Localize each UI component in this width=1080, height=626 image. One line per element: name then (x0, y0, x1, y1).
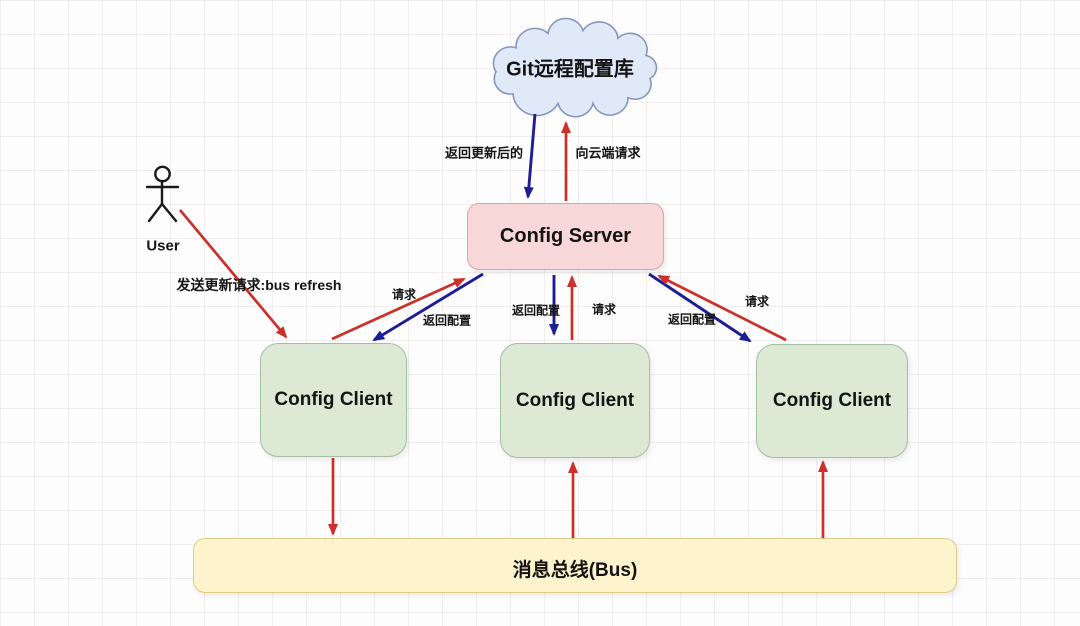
label-request-client3: 请求 (744, 294, 770, 309)
config-client-label-1: Config Client (274, 389, 393, 410)
user-label: User (146, 237, 180, 255)
arrow-client1-return (372, 272, 484, 342)
label-request-client2: 请求 (591, 302, 617, 317)
label-request-client1: 请求 (391, 287, 417, 302)
arrow-cloud-to-server (523, 113, 537, 199)
config-client-label-2: Config Client (515, 389, 635, 411)
config-client-node-3: Config Client (756, 344, 908, 458)
user-icon (145, 165, 180, 223)
label-request-to-cloud: 向云端请求 (575, 145, 641, 161)
config-client-label-3: Config Client (772, 390, 892, 411)
message-bus-label: 消息总线(Bus) (512, 560, 638, 581)
config-client-node-2: Config Client (500, 343, 650, 458)
label-return-client2: 返回配置 (511, 303, 561, 318)
message-bus-node: 消息总线(Bus) (193, 538, 957, 593)
label-send-update-request: 发送更新请求:bus refresh (176, 277, 342, 293)
config-server-label: Config Server (499, 225, 632, 247)
git-repo-label: Git远程配置库 (506, 58, 634, 81)
label-return-client3: 返回配置 (667, 312, 717, 327)
label-return-client1: 返回配置 (422, 313, 472, 328)
git-cloud-shape (492, 17, 658, 118)
config-client-node-1: Config Client (260, 343, 407, 457)
label-return-updated: 返回更新后的 (444, 145, 524, 161)
arrow-user-to-client1 (178, 209, 288, 339)
arrow-client3-request (657, 274, 787, 342)
config-server-node: Config Server (467, 203, 664, 270)
arrow-client1-request (331, 277, 466, 341)
arrow-client3-return (648, 272, 752, 343)
